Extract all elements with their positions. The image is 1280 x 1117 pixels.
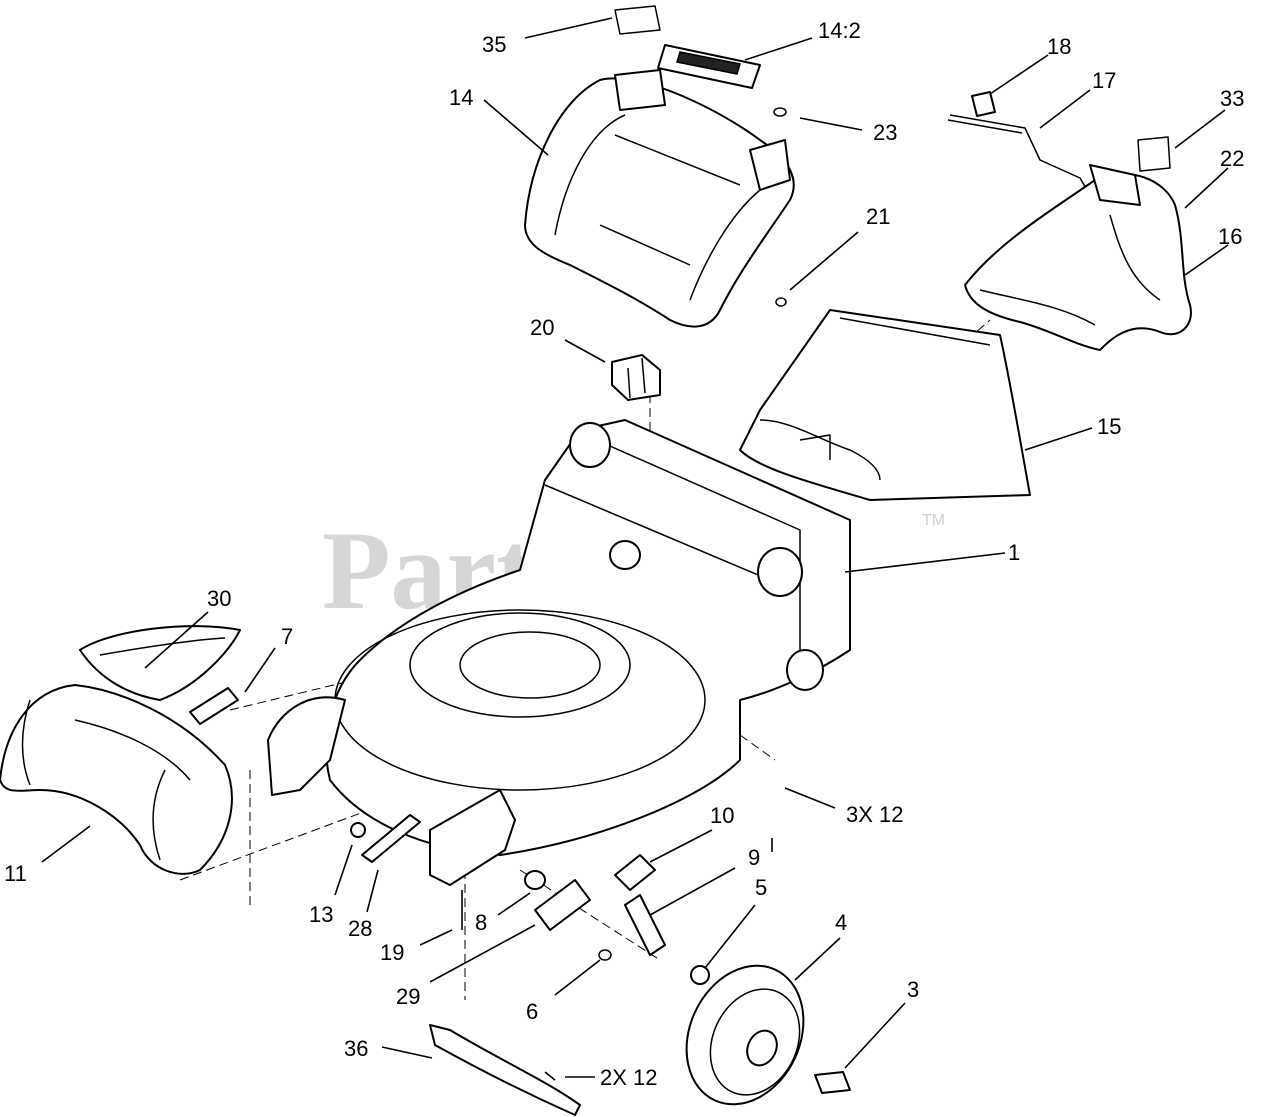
callout-14-2: 14:2 <box>818 18 861 43</box>
block-part-20 <box>611 354 661 401</box>
nut-part-5 <box>690 965 710 985</box>
callout-4: 4 <box>835 910 847 935</box>
screws-2x12 <box>544 1071 556 1081</box>
callout-labels: 35 14:2 14 23 18 17 33 22 16 21 20 15 1 … <box>4 18 1244 1090</box>
callout-1: 1 <box>1008 540 1020 565</box>
watermark-trademark: TM <box>922 512 945 529</box>
deflector-part-15 <box>739 309 1031 501</box>
leader-lines <box>41 17 1229 1078</box>
lever-part-28 <box>361 814 421 863</box>
callout-19: 19 <box>380 940 404 965</box>
callout-30: 30 <box>207 586 231 611</box>
callout-3: 3 <box>907 977 919 1002</box>
arm-part-9 <box>624 894 666 956</box>
pivot-plate-front <box>429 789 516 886</box>
callout-7: 7 <box>281 624 293 649</box>
bracket-part-7 <box>189 687 346 796</box>
plate-part-29 <box>534 879 591 931</box>
callout-29: 29 <box>396 984 420 1009</box>
callout-18: 18 <box>1047 34 1071 59</box>
washer-part-8 <box>524 870 546 890</box>
wheel-part-4 <box>685 964 805 1106</box>
rear-cover-part-14 <box>524 69 795 328</box>
mower-deck-part-1 <box>325 419 851 856</box>
callout-10: 10 <box>710 803 734 828</box>
label-part-14-2 <box>657 44 761 89</box>
callout-21: 21 <box>866 204 890 229</box>
cover-part-30 <box>79 625 241 701</box>
decal-part-35 <box>614 5 661 35</box>
nut-part-21 <box>775 297 787 307</box>
callout-23: 23 <box>873 120 897 145</box>
front-bumper-part-11 <box>0 684 233 875</box>
bolt-part-13 <box>350 822 366 838</box>
callout-35: 35 <box>482 32 506 57</box>
decal-part-33 <box>1137 136 1171 172</box>
callout-3x12: 3X 12 <box>846 802 904 827</box>
callout-20: 20 <box>530 315 554 340</box>
washer-part-6 <box>598 949 612 961</box>
callout-22: 22 <box>1220 146 1244 171</box>
callout-17: 17 <box>1092 68 1116 93</box>
nut-part-23 <box>773 107 787 117</box>
callout-6: 6 <box>526 999 538 1024</box>
callout-13: 13 <box>309 902 333 927</box>
rod-part-17 <box>947 114 1091 196</box>
callout-2x12: 2X 12 <box>600 1065 658 1090</box>
callout-15: 15 <box>1097 414 1121 439</box>
trim-part-36 <box>429 1024 581 1116</box>
callout-28: 28 <box>348 916 372 941</box>
knob-part-10 <box>614 854 656 891</box>
clip-part-18 <box>971 91 996 117</box>
callout-33: 33 <box>1220 86 1244 111</box>
callout-9: 9 <box>748 845 760 870</box>
callout-36: 36 <box>344 1036 368 1061</box>
callout-11: 11 <box>4 861 27 886</box>
callout-14: 14 <box>449 85 473 110</box>
callout-5: 5 <box>755 875 767 900</box>
bolt-part-3 <box>814 1071 851 1094</box>
callout-8: 8 <box>475 910 487 935</box>
callout-16: 16 <box>1218 224 1242 249</box>
rear-guard-part-16 <box>964 164 1192 351</box>
